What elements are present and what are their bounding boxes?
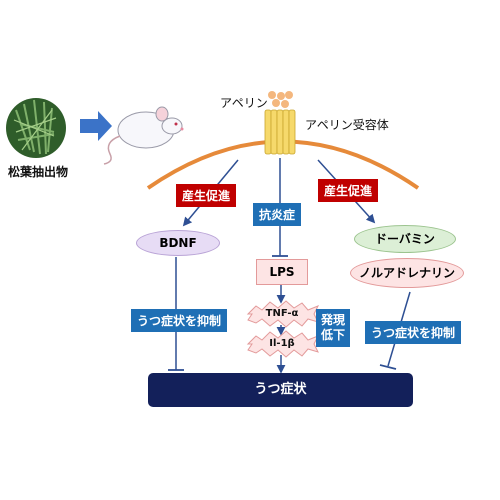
left-action-box: 産生促進 xyxy=(176,184,237,207)
extract-label: 松葉抽出物 xyxy=(8,165,69,179)
tnf-label: TNF-α xyxy=(265,308,299,319)
il-label: Il-1β xyxy=(269,338,295,349)
bdnf-oval: BDNF xyxy=(136,230,220,256)
receptor-icon xyxy=(264,109,296,155)
expression-decrease-box: 発現 低下 xyxy=(316,309,351,347)
left-effect-box: うつ症状を抑制 xyxy=(131,309,228,332)
center-action-box: 抗炎症 xyxy=(253,203,302,226)
apelin-dots-icon xyxy=(268,91,293,108)
dopamine-oval: ドーバミン xyxy=(354,225,456,253)
mouse-icon xyxy=(103,106,184,165)
apelin-label: アペリン xyxy=(220,96,268,110)
receptor-label: アペリン受容体 xyxy=(305,118,389,132)
pine-extract-image xyxy=(6,98,66,158)
depression-box: うつ症状 xyxy=(148,373,413,407)
arrow-icon xyxy=(80,111,112,141)
il-starburst xyxy=(246,330,320,358)
noradrenaline-oval: ノルアドレナリン xyxy=(350,258,464,288)
right-action-box: 産生促進 xyxy=(318,179,379,202)
right-effect-box: うつ症状を抑制 xyxy=(365,321,462,344)
inhibit-bar-right xyxy=(379,364,397,370)
lps-box: LPS xyxy=(256,259,308,285)
